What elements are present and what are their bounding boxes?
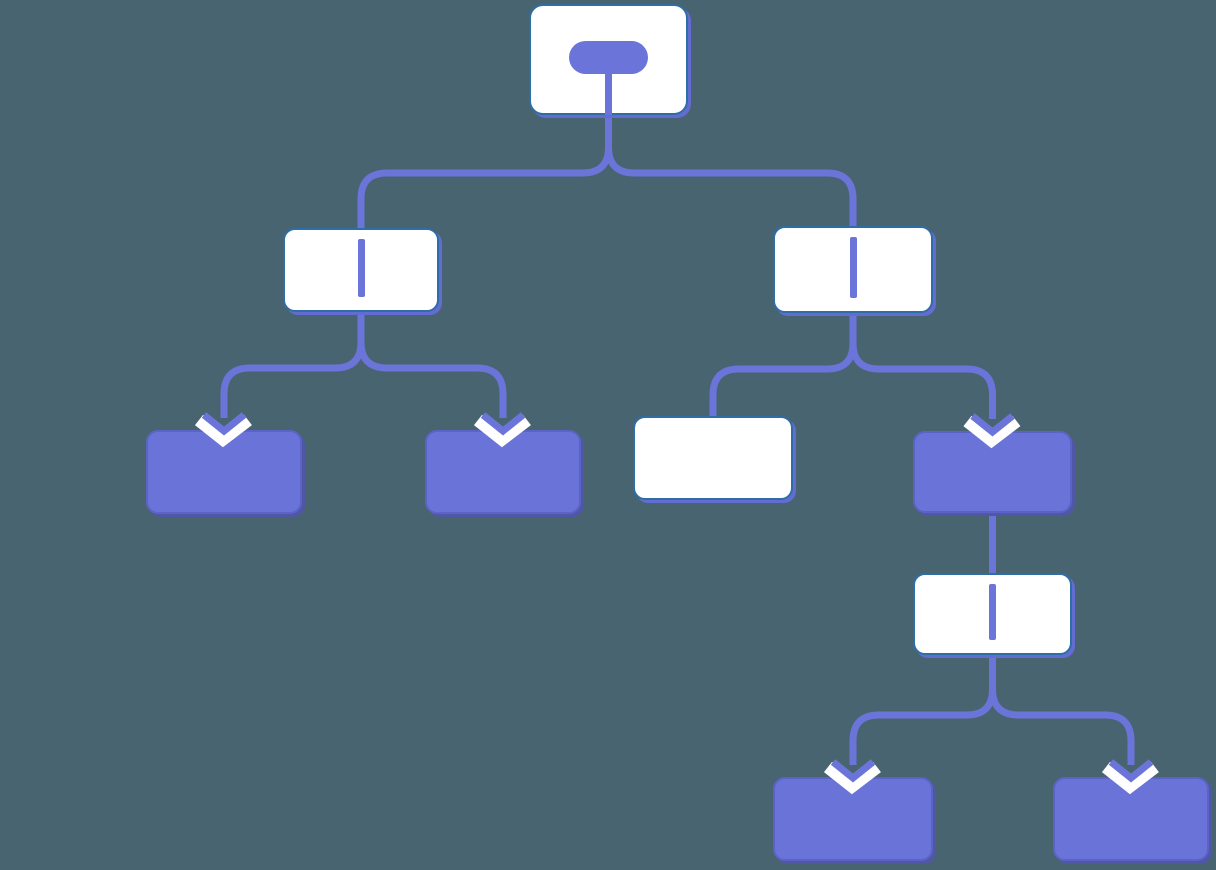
node-node-plain[interactable] xyxy=(633,416,793,500)
connector-pill-icon xyxy=(569,41,648,74)
root-stem xyxy=(605,70,612,115)
node-leaf-2[interactable] xyxy=(425,430,581,514)
node-leaf-3[interactable] xyxy=(773,777,933,861)
node-branch-bottom[interactable] xyxy=(913,573,1072,655)
node-root[interactable] xyxy=(529,4,688,115)
pass-through-line xyxy=(989,584,996,640)
pass-through-line xyxy=(849,237,857,298)
node-node-mid[interactable] xyxy=(913,431,1072,513)
node-leaf-1[interactable] xyxy=(146,430,302,514)
node-branch-right[interactable] xyxy=(773,226,933,313)
node-branch-left[interactable] xyxy=(283,228,439,312)
pass-through-line xyxy=(357,239,365,297)
node-leaf-4[interactable] xyxy=(1053,777,1209,861)
